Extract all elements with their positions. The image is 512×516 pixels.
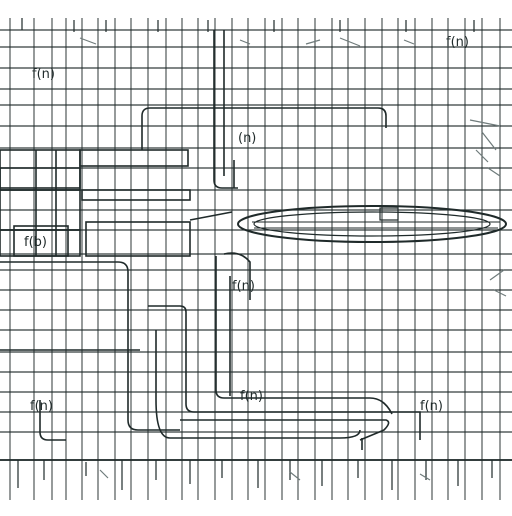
bottom-tick-marks — [17, 460, 493, 490]
top-frame-path — [141, 107, 387, 150]
scribble — [99, 469, 431, 481]
lower-loop-structure — [0, 252, 421, 450]
label-bottom-left: f(n) — [30, 399, 53, 414]
horizontal-grid-lines — [0, 29, 512, 461]
scribble — [469, 119, 501, 177]
ellipse-marker — [379, 207, 399, 221]
connector-box — [81, 189, 191, 201]
scribble — [489, 269, 507, 297]
label-mid-box: (n) — [238, 131, 256, 146]
top-tick-marks — [21, 18, 475, 32]
outer-ellipse — [237, 205, 507, 243]
loop-path — [180, 419, 390, 441]
loop-path — [223, 252, 251, 300]
stack-box — [0, 167, 81, 189]
label-top-left: f(n) — [32, 67, 55, 82]
label-right-box: f(n) — [446, 35, 469, 50]
loop-path — [148, 305, 421, 440]
label-bottom-center: f(n) — [240, 389, 263, 404]
label-center-small: f(n) — [232, 279, 255, 294]
loop-path — [155, 330, 361, 439]
central-frame — [141, 30, 387, 221]
left-box-stack — [0, 149, 191, 257]
connector-box — [79, 149, 189, 167]
channel-path — [213, 30, 238, 189]
label-bottom-right: f(n) — [420, 399, 443, 414]
loop-path — [215, 256, 393, 415]
vertical-grid-lines — [9, 18, 501, 500]
ellipse-element — [237, 205, 507, 243]
stack-box — [0, 149, 81, 191]
connector-box — [85, 221, 191, 257]
labels: f(n) (n) f(b) f(n) f(n) f(n) f(n) f(n) — [24, 35, 469, 414]
inner-ellipse — [253, 211, 491, 237]
stack-box — [13, 225, 69, 257]
loop-path — [39, 400, 66, 441]
label-left-cell: f(b) — [24, 235, 47, 250]
connector-path — [189, 211, 233, 221]
loop-path — [0, 261, 180, 431]
scribble — [79, 37, 415, 47]
scribble-marks — [79, 37, 507, 481]
